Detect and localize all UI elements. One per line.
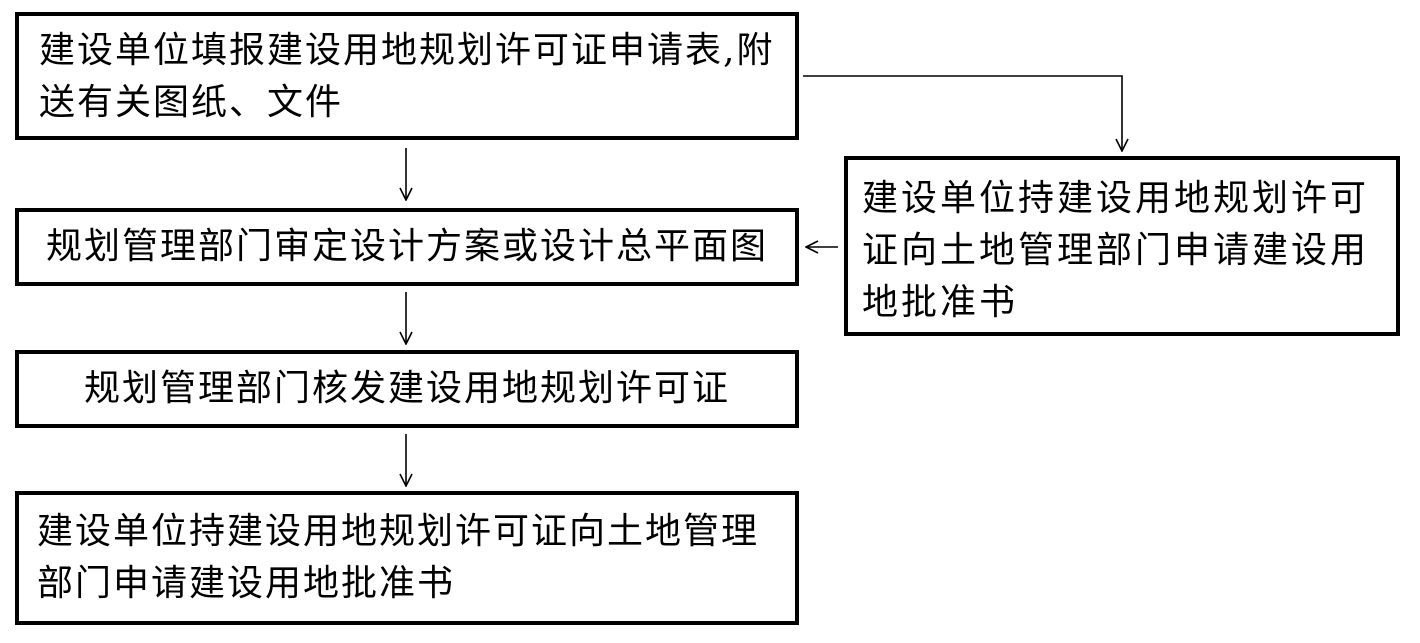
- node-apply-text: 建设单位填报建设用地规划许可证申请表,附送有关图纸、文件: [39, 30, 775, 123]
- arrow-apply-to-side-land-approval: [803, 75, 1122, 151]
- node-land-approval-box: 建设单位持建设用地规划许可证向土地管理部门申请建设用地批准书: [15, 491, 799, 625]
- node-review-text: 规划管理部门审定设计方案或设计总平面图: [45, 226, 768, 267]
- node-land-approval-text: 建设单位持建设用地规划许可证向土地管理部门申请建设用地批准书: [37, 511, 760, 604]
- node-issue-text: 规划管理部门核发建设用地规划许可证: [83, 368, 730, 409]
- node-review-box: 规划管理部门审定设计方案或设计总平面图: [15, 208, 799, 286]
- node-issue-box: 规划管理部门核发建设用地规划许可证: [15, 350, 799, 428]
- node-apply-box: 建设单位填报建设用地规划许可证申请表,附送有关图纸、文件: [15, 12, 799, 140]
- node-side-land-approval-text: 建设单位持建设用地规划许可证向土地管理部门申请建设用地批准书: [862, 178, 1370, 323]
- node-side-land-approval-box: 建设单位持建设用地规划许可证向土地管理部门申请建设用地批准书: [844, 156, 1400, 336]
